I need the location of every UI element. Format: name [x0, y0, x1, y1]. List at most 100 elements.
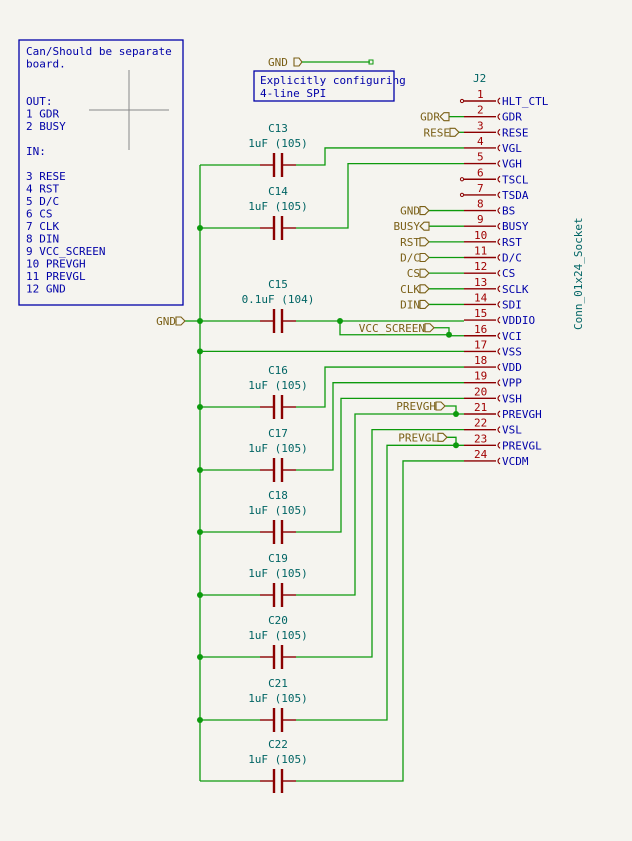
- pin-number: 15: [474, 307, 487, 320]
- note-line: IN:: [26, 145, 46, 158]
- cap-value: 1uF (105): [248, 137, 308, 150]
- cap-ref: C16: [268, 364, 288, 377]
- cap-value: 1uF (105): [248, 692, 308, 705]
- pin-name: VSL: [502, 424, 522, 437]
- junction-dot: [446, 331, 452, 338]
- pin-number: 9: [477, 213, 484, 226]
- capacitor-c22: C22 1uF (105): [248, 738, 308, 793]
- global-label-cs: CS: [407, 267, 430, 280]
- cap-ref: C13: [268, 122, 288, 135]
- cap-value: 1uF (105): [248, 200, 308, 213]
- wire: [296, 444, 464, 721]
- pin-number: 2: [477, 104, 484, 117]
- pin-name: TSCL: [502, 173, 529, 186]
- spi-note-box: [253, 70, 395, 102]
- pin-name: CS: [502, 267, 515, 280]
- pin-number: 7: [477, 182, 484, 195]
- pin-number: 16: [474, 323, 487, 336]
- pin-number: 12: [474, 260, 487, 273]
- wire: [296, 366, 464, 408]
- pin-number: 20: [474, 385, 487, 398]
- pin-name: RESE: [502, 126, 529, 139]
- global-label-prevgh: PREVGH: [396, 400, 446, 413]
- global-label-vcc-screen: VCC_SCREEN: [359, 322, 435, 335]
- pin-number: 24: [474, 448, 488, 461]
- note-line: 2 BUSY: [26, 120, 66, 133]
- capacitor-c13: C13 1uF (105): [248, 122, 308, 177]
- global-label-rese: RESE: [424, 126, 460, 139]
- spi-gnd-label: GND: [268, 56, 374, 69]
- pin-name: D/C: [502, 252, 522, 265]
- pin-name: TSDA: [502, 189, 529, 202]
- pin-name: VDD: [502, 361, 522, 374]
- wire: [296, 397, 464, 533]
- no-connect-marker: [459, 192, 465, 197]
- pin-name: VSH: [502, 392, 522, 405]
- svg-text:DIN: DIN: [400, 298, 420, 311]
- junction-dot: [453, 411, 459, 417]
- note-line: OUT:: [26, 95, 53, 108]
- pin-number: 10: [474, 229, 487, 242]
- pin-number: 13: [474, 276, 487, 289]
- connector-pins: 1HLT_CTL2GDR3RESE4VGL5VGH6TSCL7TSDA8BS9B…: [459, 88, 549, 468]
- pin-name: VDDIO: [502, 314, 535, 327]
- cap-value: 1uF (105): [248, 753, 308, 766]
- note-line: 7 CLK: [26, 220, 59, 233]
- svg-text:GND: GND: [400, 205, 420, 218]
- pin-name: SCLK: [502, 283, 529, 296]
- pin-number: 3: [477, 119, 484, 132]
- junction-dot: [453, 442, 459, 449]
- pin-name: BS: [502, 205, 515, 218]
- wire: [296, 147, 464, 166]
- pin-name: PREVGH: [502, 408, 542, 421]
- connector-pin: 11D/C: [464, 245, 522, 265]
- svg-text:GND: GND: [268, 56, 288, 69]
- svg-text:CLK: CLK: [400, 283, 420, 296]
- crosshair-marker: [89, 70, 169, 150]
- no-connect-marker: [459, 98, 465, 104]
- global-label-dc: D/C: [400, 252, 430, 265]
- pin-number: 19: [474, 370, 487, 383]
- cap-ref: C17: [268, 427, 288, 440]
- note-line: 6 CS: [26, 208, 53, 221]
- capacitor-c17: C17 1uF (105): [248, 427, 308, 482]
- pin-number: 6: [477, 166, 484, 179]
- pin-number: 1: [477, 88, 484, 101]
- cap-ref: C18: [268, 489, 288, 502]
- connector-ref: J2: [473, 72, 486, 85]
- wire: [296, 382, 464, 471]
- cap-ref: C22: [268, 738, 288, 751]
- pin-number: 5: [477, 151, 484, 164]
- svg-text:CS: CS: [407, 267, 420, 280]
- no-connect-marker: [459, 177, 465, 182]
- wire: [296, 428, 464, 658]
- cap-value: 1uF (105): [248, 379, 308, 392]
- pin-number: 11: [474, 245, 487, 258]
- cap-value: 1uF (105): [248, 442, 308, 455]
- pin-number: 4: [477, 135, 484, 148]
- svg-text:RESE: RESE: [424, 126, 451, 139]
- cap-value: 0.1uF (104): [242, 293, 315, 306]
- global-label-prevgl: PREVGL: [398, 431, 448, 444]
- pin-name: PREVGL: [502, 439, 542, 452]
- note-line: 8 DIN: [26, 233, 59, 246]
- svg-text:D/C: D/C: [400, 252, 420, 265]
- connector-pin: 8BS: [464, 198, 515, 218]
- svg-text:GND: GND: [156, 315, 176, 328]
- svg-text:PREVGL: PREVGL: [398, 431, 438, 444]
- note-line: 5 D/C: [26, 195, 59, 208]
